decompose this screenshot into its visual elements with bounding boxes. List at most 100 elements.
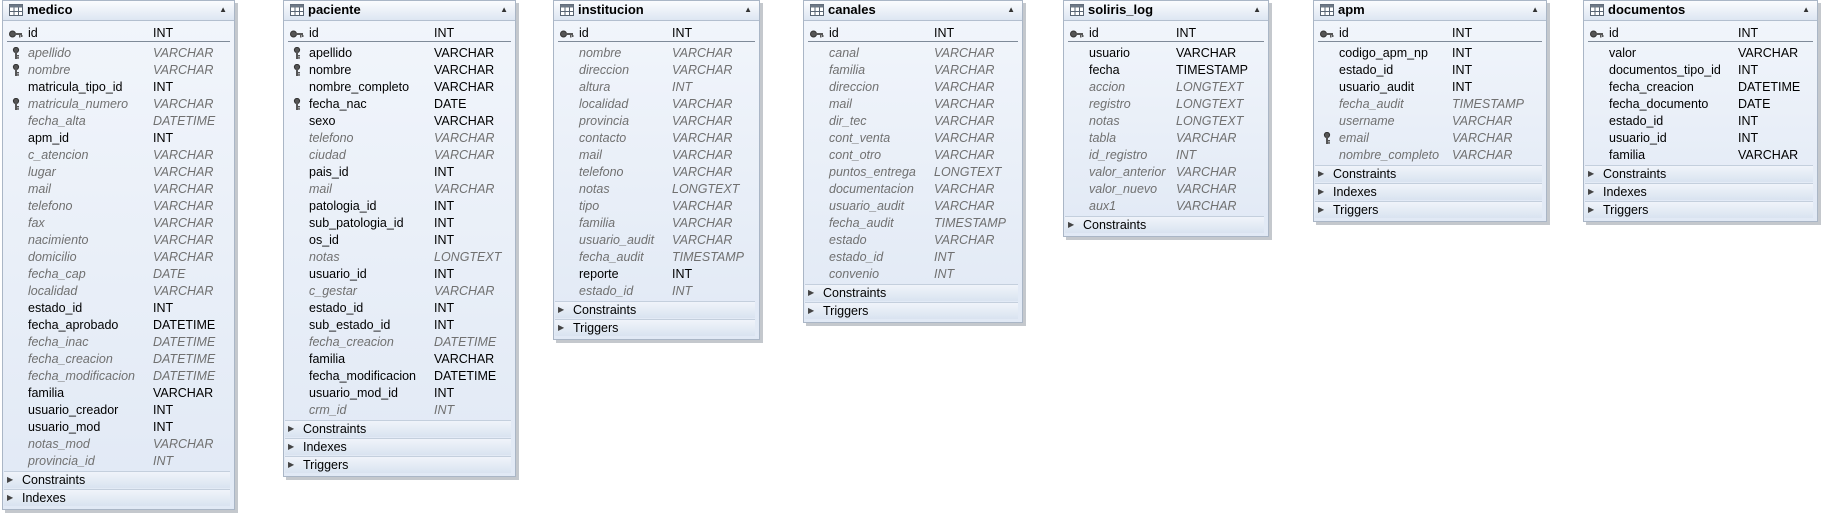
- expand-arrow-icon[interactable]: ▶: [288, 460, 295, 469]
- collapse-icon[interactable]: ▲: [219, 5, 227, 14]
- expand-arrow-icon[interactable]: ▶: [1318, 169, 1325, 178]
- section-triggers[interactable]: ▶Triggers: [1315, 201, 1542, 218]
- table-header[interactable]: paciente▲: [284, 1, 515, 21]
- collapse-icon[interactable]: ▲: [500, 5, 508, 14]
- section-indexes[interactable]: ▶Indexes: [4, 489, 230, 506]
- table-header[interactable]: apm▲: [1314, 1, 1546, 21]
- section-indexes[interactable]: ▶Indexes: [1585, 183, 1813, 200]
- expand-arrow-icon[interactable]: ▶: [7, 475, 14, 484]
- section-triggers[interactable]: ▶Triggers: [285, 456, 511, 473]
- expand-arrow-icon[interactable]: ▶: [288, 442, 295, 451]
- expand-arrow-icon[interactable]: ▶: [558, 305, 565, 314]
- expand-arrow-icon[interactable]: ▶: [1588, 169, 1595, 178]
- section-constraints[interactable]: ▶Constraints: [1315, 165, 1542, 182]
- expand-arrow-icon[interactable]: ▶: [1318, 205, 1325, 214]
- collapse-icon[interactable]: ▲: [1802, 5, 1810, 14]
- expand-arrow-icon[interactable]: ▶: [808, 306, 815, 315]
- table-header[interactable]: institucion▲: [554, 1, 759, 21]
- table-header[interactable]: canales▲: [804, 1, 1022, 21]
- section-constraints[interactable]: ▶Constraints: [285, 420, 511, 437]
- expand-arrow-icon[interactable]: ▶: [7, 493, 14, 502]
- section-indexes[interactable]: ▶Indexes: [285, 438, 511, 455]
- collapse-icon[interactable]: ▲: [744, 5, 752, 14]
- section-constraints[interactable]: ▶Constraints: [805, 284, 1018, 301]
- table-header[interactable]: documentos▲: [1584, 1, 1817, 21]
